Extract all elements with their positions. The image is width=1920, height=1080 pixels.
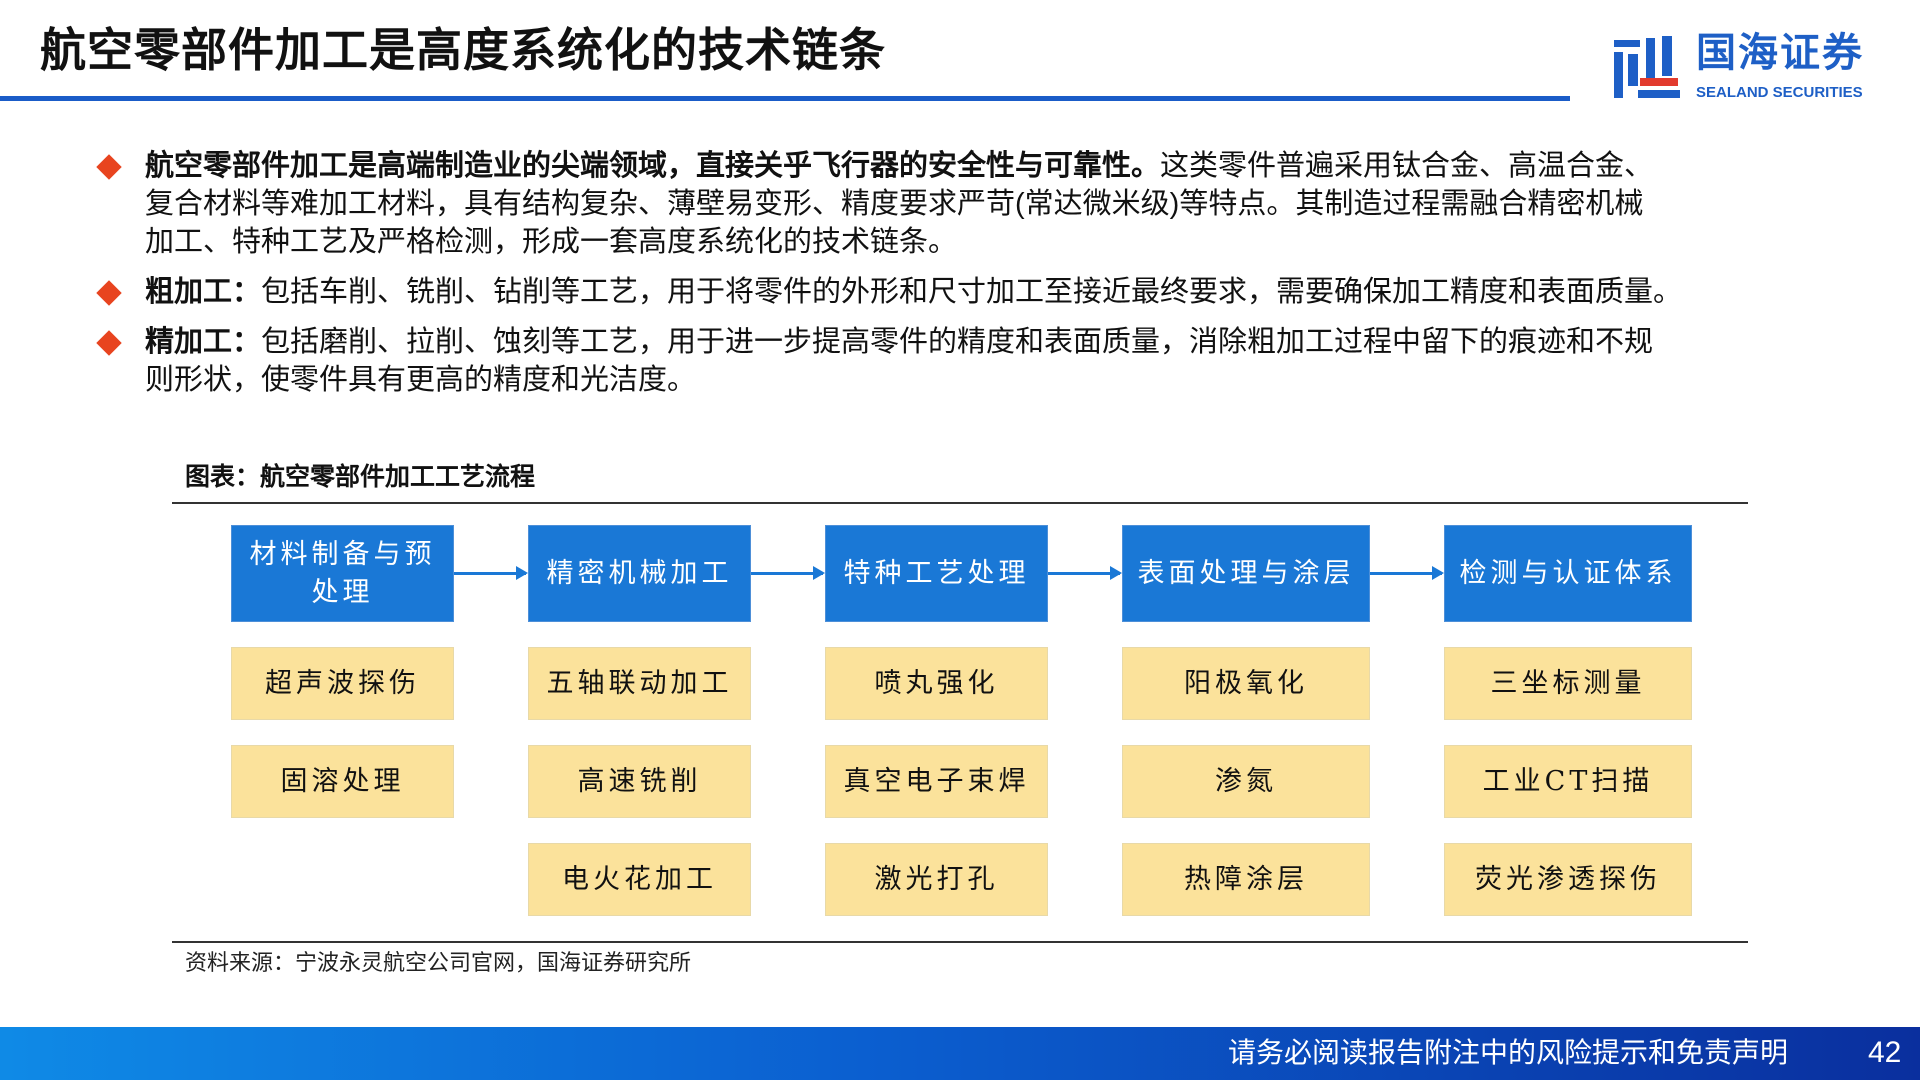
arrow-right-icon [454,566,528,580]
bullet-text: 复合材料等难加工材料，具有结构复杂、薄壁易变形、精度要求严苛(常达微米级)等特点… [145,188,1644,220]
bullet-bold-text: 粗加工： [145,276,262,308]
process-item: 三坐标测量 [1444,647,1692,720]
process-item: 高速铣削 [528,745,751,818]
bullet-text: 加工、特种工艺及严格检测，形成一套高度系统化的技术链条。 [145,226,958,258]
company-logo: 国海证券 SEALAND SECURITIES [1612,30,1892,106]
process-item: 超声波探伤 [231,647,454,720]
process-item: 热障涂层 [1122,843,1370,916]
bullet-text: 包括磨削、拉削、蚀刻等工艺，用于进一步提高零件的精度和表面质量，消除粗加工过程中… [261,326,1654,358]
process-item: 五轴联动加工 [528,647,751,720]
footer-bar: 请务必阅读报告附注中的风险提示和免责声明 42 [0,1027,1920,1080]
process-item: 渗氮 [1122,745,1370,818]
page-title: 航空零部件加工是高度系统化的技术链条 [40,24,886,76]
process-item: 工业CT扫描 [1444,745,1692,818]
bullet-item: 粗加工：包括车削、铣削、钻削等工艺，用于将零件的外形和尺寸加工至接近最终要求，需… [96,273,1860,311]
process-item: 电火花加工 [528,843,751,916]
diamond-bullet-icon [96,280,122,306]
process-item: 固溶处理 [231,745,454,818]
arrow-right-icon [1370,566,1444,580]
stage-box: 检测与认证体系 [1444,525,1692,622]
logo-english-name: SEALAND SECURITIES [1696,84,1863,101]
stage-box: 特种工艺处理 [825,525,1048,622]
process-item: 真空电子束焊 [825,745,1048,818]
stage-box: 精密机械加工 [528,525,751,622]
logo-chinese-name: 国海证券 [1696,31,1864,75]
figure-source: 资料来源：宁波永灵航空公司官网，国海证券研究所 [185,950,692,975]
diamond-bullet-icon [96,330,122,356]
process-item: 阳极氧化 [1122,647,1370,720]
arrow-right-icon [751,566,825,580]
figure-caption: 图表：航空零部件加工工艺流程 [185,463,536,491]
bullet-bold-text: 精加工： [145,326,262,358]
page-number: 42 [1868,1036,1902,1069]
arrow-right-icon [1048,566,1122,580]
bullet-item: 航空零部件加工是高端制造业的尖端领域，直接关乎飞行器的安全性与可靠性。这类零件普… [96,147,1860,261]
sealand-logo-icon [1614,36,1680,98]
bullet-bold-text: 航空零部件加工是高端制造业的尖端领域，直接关乎飞行器的安全性与可靠性。 [145,150,1161,182]
bullet-list: 航空零部件加工是高端制造业的尖端领域，直接关乎飞行器的安全性与可靠性。这类零件普… [96,147,1860,411]
figure-bottom-rule [172,941,1748,943]
stage-box: 表面处理与涂层 [1122,525,1370,622]
stage-box: 材料制备与预处理 [231,525,454,622]
bullet-text: 则形状，使零件具有更高的精度和光洁度。 [145,364,697,396]
figure-top-rule [172,502,1748,504]
process-item: 喷丸强化 [825,647,1048,720]
process-item: 激光打孔 [825,843,1048,916]
diamond-bullet-icon [96,154,122,180]
process-item: 荧光渗透探伤 [1444,843,1692,916]
bullet-text: 包括车削、铣削、钻削等工艺，用于将零件的外形和尺寸加工至接近最终要求，需要确保加… [261,276,1683,308]
disclaimer-text: 请务必阅读报告附注中的风险提示和免责声明 [1228,1037,1789,1068]
title-divider [0,96,1570,101]
bullet-item: 精加工：包括磨削、拉削、蚀刻等工艺，用于进一步提高零件的精度和表面质量，消除粗加… [96,323,1860,399]
bullet-text: 这类零件普遍采用钛合金、高温合金、 [1160,150,1654,182]
